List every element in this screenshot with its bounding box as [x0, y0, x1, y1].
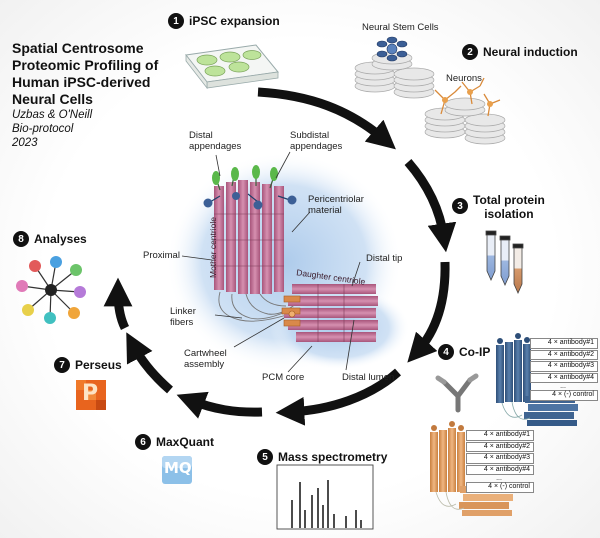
pericentriolar-label-line2: material — [308, 205, 342, 216]
mother-centriole-label: Mother centriole — [208, 217, 218, 278]
step-3-label: Total protein — [473, 193, 545, 207]
subdistal-appendages-label-line2: appendages — [290, 141, 343, 152]
step-5-label: Mass spectrometry — [278, 450, 388, 464]
step-1-number: 1 — [168, 13, 184, 29]
linker-fibers — [218, 291, 299, 322]
arrow-5-to-6 — [176, 391, 263, 419]
pcm-core-label: PCM core — [262, 372, 305, 383]
antibody-orange-3: 4 × antibody#3 — [466, 453, 534, 464]
cartwheel-assembly-label: Cartwheel assembly — [184, 348, 227, 370]
step-4: 4 Co-IP — [438, 344, 490, 360]
step-4-number: 4 — [438, 344, 454, 360]
step-7-number: 7 — [54, 357, 70, 373]
antibody-orange-control: 4 × (-) control — [466, 482, 534, 493]
citation-year: 2023 — [12, 137, 38, 149]
linker-label-line2: fibers — [170, 317, 194, 328]
step-8-number: 8 — [13, 231, 29, 247]
step-5-number: 5 — [257, 449, 273, 465]
maxquant-logo-letters: MQ — [164, 459, 192, 477]
step-2-label: Neural induction — [483, 45, 578, 59]
linker-label-line1: Linker — [170, 306, 196, 317]
culture-plate-illustration — [185, 44, 279, 90]
step-8: 8 Analyses — [13, 231, 87, 247]
cartwheel-label-line1: Cartwheel — [184, 348, 227, 359]
step-1-label: iPSC expansion — [189, 14, 280, 28]
step-3: 3 Total protein isolation — [452, 193, 545, 221]
centrosome-illustration — [166, 151, 410, 373]
leader-lines — [181, 151, 361, 373]
arrow-3-to-4 — [407, 261, 450, 363]
distal-appendages-label-line2: appendages — [189, 141, 242, 152]
distal-appendages-label-line1: Distal — [189, 130, 213, 141]
antibody-orange-2: 4 × antibody#2 — [466, 441, 534, 453]
neural-stem-cells-label: Neural Stem Cells — [362, 22, 439, 33]
distal-lumen-label: Distal lumen — [342, 372, 395, 383]
antibody-list-blue: 4 × antibody#1 4 × antibody#2 4 × antibo… — [530, 338, 598, 402]
neural-stem-cell-dishes — [354, 36, 435, 99]
antibody-blue-1: 4 × antibody#1 — [530, 338, 598, 349]
arrow-4-to-5 — [275, 368, 401, 426]
step-7-label: Perseus — [75, 358, 122, 372]
arrow-1-to-2 — [257, 87, 396, 150]
mass-spectrum-plot — [276, 464, 374, 530]
neurons-label: Neurons — [446, 73, 482, 84]
step-6-label: MaxQuant — [156, 435, 215, 449]
antibody-blue-3: 4 × antibody#3 — [530, 361, 598, 372]
orange-mother-centriole — [430, 421, 465, 492]
subdistal-appendages-label: Subdistal appendages — [290, 130, 342, 152]
perseus-logo-letter: P — [82, 381, 99, 406]
cartwheel-label-line2: assembly — [184, 359, 225, 370]
step-2-number: 2 — [462, 44, 478, 60]
mother-centriole — [214, 180, 284, 294]
maxquant-logo — [162, 456, 192, 484]
citation: Uzbas & O'Neill Bio-protocol 2023 — [12, 108, 92, 150]
antibody-orange-1: 4 × antibody#1 — [466, 430, 534, 441]
linker-fibers-label: Linker fibers — [170, 306, 196, 328]
proximal-label: Proximal — [143, 250, 180, 261]
subdistal-appendages — [203, 192, 297, 210]
step-4-label: Co-IP — [459, 345, 491, 359]
citation-journal: Bio-protocol — [12, 123, 74, 135]
step-3-number: 3 — [452, 198, 468, 214]
antibody-icon — [435, 373, 479, 413]
step-6: 6 MaxQuant — [135, 434, 214, 450]
antibody-blue-ellipsis: ... — [560, 383, 566, 391]
antibody-list-orange: 4 × antibody#1 4 × antibody#2 4 × antibo… — [466, 430, 534, 494]
protein-tubes — [485, 230, 524, 294]
step-1: 1 iPSC expansion — [168, 13, 280, 29]
figure-title: Spatial Centrosome Proteomic Profiling o… — [12, 40, 159, 107]
step-2: 2 Neural induction — [462, 44, 578, 60]
arrow-6-to-7 — [126, 332, 173, 394]
daughter-centriole — [284, 284, 378, 342]
blue-mother-centriole — [496, 333, 531, 403]
antibody-orange-ellipsis: ... — [496, 475, 502, 483]
step-3-label-block: Total protein isolation — [473, 193, 545, 221]
arrow-7-to-8 — [103, 277, 133, 331]
distal-appendages-label: Distal appendages — [189, 130, 241, 152]
neural-rosette — [376, 36, 408, 62]
neuron-dishes — [424, 77, 506, 145]
antibody-orange-4: 4 × antibody#4 — [466, 464, 534, 476]
network-graph — [16, 256, 86, 324]
step-3-label-line2: isolation — [484, 207, 534, 221]
perseus-logo — [76, 380, 106, 410]
antibody-blue-4: 4 × antibody#4 — [530, 372, 598, 384]
subdistal-appendages-label-line1: Subdistal — [290, 130, 330, 141]
distal-tip-label: Distal tip — [366, 253, 403, 264]
arrow-2-to-3 — [404, 159, 457, 253]
step-8-label: Analyses — [34, 232, 87, 246]
citation-authors: Uzbas & O'Neill — [12, 109, 93, 121]
step-7: 7 Perseus — [54, 357, 122, 373]
antibody-blue-2: 4 × antibody#2 — [530, 349, 598, 361]
step-6-number: 6 — [135, 434, 151, 450]
step-5: 5 Mass spectrometry — [257, 449, 387, 465]
pericentriolar-label-line1: Pericentriolar — [308, 194, 364, 205]
pericentriolar-material-label: Pericentriolar material — [308, 194, 364, 216]
antibody-blue-control: 4 × (-) control — [530, 390, 598, 401]
cartwheel-assembly — [281, 295, 301, 327]
workflow-cycle-arrows — [103, 87, 457, 426]
